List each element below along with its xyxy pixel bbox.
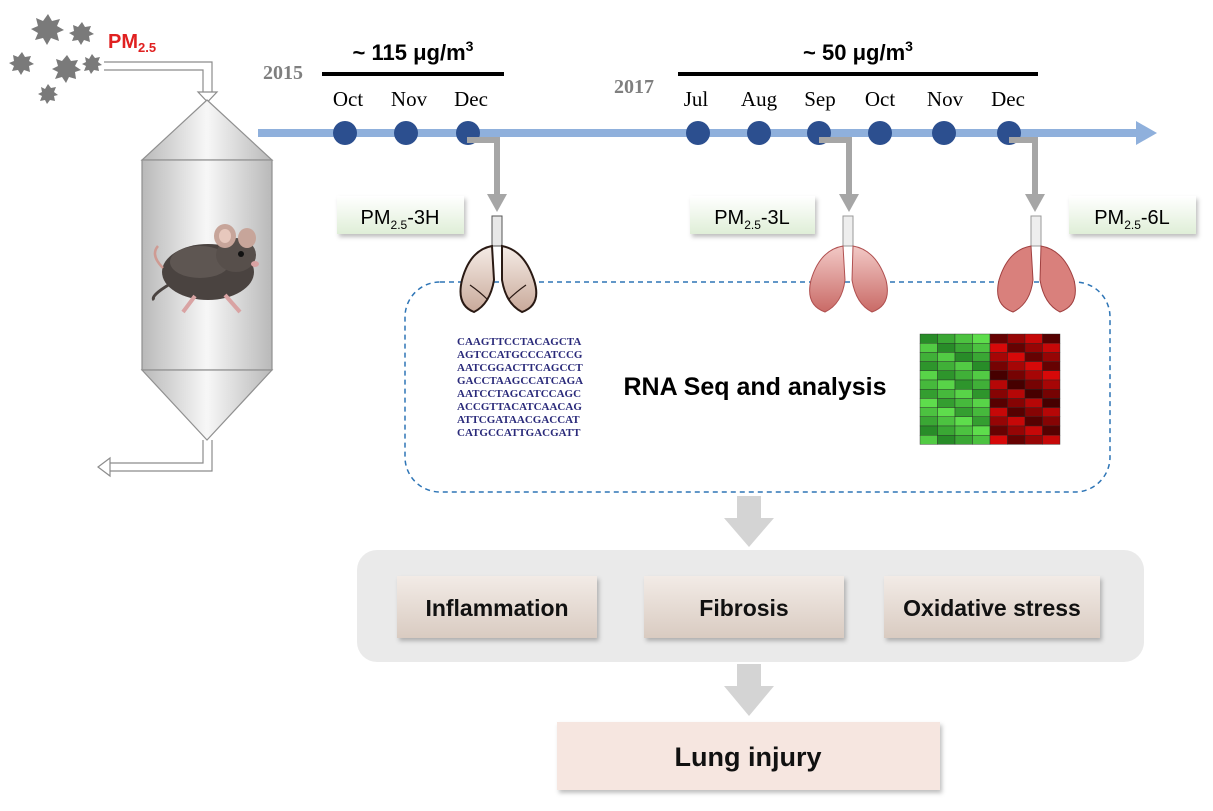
- lung-icon-3h: [459, 215, 538, 314]
- concentration-low-label: ~ 50 μg/m3: [803, 38, 913, 65]
- concentration-high-label: ~ 115 μg/m3: [353, 38, 474, 65]
- sequence-line: GACCTAAGCCATCAGA: [457, 375, 583, 387]
- month-dot-2015-nov: [394, 121, 418, 145]
- sequence-line: AGTCCATGCCCATCCG: [457, 349, 583, 361]
- analysis-label: RNA Seq and analysis: [623, 373, 886, 401]
- sampling-arrow-6l: [1009, 137, 1045, 212]
- outcome-box-oxidative-stress: Oxidative stress: [884, 576, 1100, 638]
- outcome-box-inflammation: Inflammation: [397, 576, 597, 638]
- group-label-3l: PM2.5-3L: [690, 196, 815, 234]
- down-arrow-to-lung-injury: [724, 664, 774, 716]
- month-label-2017-nov: Nov: [927, 87, 964, 111]
- outlet-pipe: [97, 440, 213, 478]
- sequence-line: ACCGTTACATCAACAG: [457, 401, 582, 413]
- month-dot-2015-oct: [333, 121, 357, 145]
- mouse-illustration: [151, 224, 259, 314]
- sampling-arrow-3l: [819, 137, 859, 212]
- down-arrow-to-outcomes: [724, 496, 774, 547]
- svg-text:PM2.5-3H: PM2.5-3H: [361, 207, 440, 232]
- month-dot-2017-nov: [932, 121, 956, 145]
- month-label-2017-sep: Sep: [804, 87, 836, 111]
- outcome-box-fibrosis: Fibrosis: [644, 576, 844, 638]
- sampling-arrow-3h: [467, 137, 507, 212]
- svg-text:PM2.5-3L: PM2.5-3L: [714, 207, 790, 232]
- pm25-source-label: PM2.5: [108, 31, 156, 55]
- sequence-line: AATCGGACTTCAGCCT: [457, 362, 583, 374]
- sequence-text: CAAGTTCCTACAGCTA AGTCCATGCCCATCCG AATCGG…: [457, 336, 583, 439]
- year-2017-label: 2017: [614, 76, 654, 98]
- month-dot-2017-aug: [747, 121, 771, 145]
- month-label-2015-dec: Dec: [454, 87, 488, 111]
- month-label-2015-nov: Nov: [391, 87, 428, 111]
- svg-text:Oxidative stress: Oxidative stress: [903, 595, 1081, 621]
- analysis-panel: [404, 281, 1111, 493]
- group-label-6l: PM2.5-6L: [1069, 196, 1196, 234]
- heatmap-image: [919, 333, 1061, 445]
- inlet-pipe: [104, 61, 219, 103]
- year-2015-label: 2015: [263, 62, 303, 84]
- group-label-3h: PM2.5-3H: [337, 196, 464, 234]
- sequence-line: ATTCGATAACGACCAT: [457, 414, 580, 426]
- month-dot-2017-oct: [868, 121, 892, 145]
- month-label-2017-jul: Jul: [684, 87, 709, 111]
- month-dot-2017-jul: [686, 121, 710, 145]
- lung-injury-label: Lung injury: [675, 742, 822, 772]
- pm25-particles: [9, 14, 102, 104]
- month-label-2017-oct: Oct: [865, 87, 895, 111]
- lung-injury-box: Lung injury: [557, 722, 940, 790]
- month-label-2017-aug: Aug: [741, 87, 778, 111]
- svg-text:Inflammation: Inflammation: [425, 595, 568, 621]
- lung-icon-6l: [997, 215, 1076, 313]
- month-label-2015-oct: Oct: [333, 87, 363, 111]
- sequence-line: AATCCTAGCATCCAGC: [457, 388, 581, 400]
- svg-text:Fibrosis: Fibrosis: [699, 595, 788, 621]
- svg-text:PM2.5-6L: PM2.5-6L: [1094, 207, 1170, 232]
- sequence-line: CATGCCATTGACGATT: [457, 427, 581, 439]
- lung-icon-3l: [809, 215, 888, 313]
- sequence-line: CAAGTTCCTACAGCTA: [457, 336, 581, 348]
- month-label-2017-dec: Dec: [991, 87, 1025, 111]
